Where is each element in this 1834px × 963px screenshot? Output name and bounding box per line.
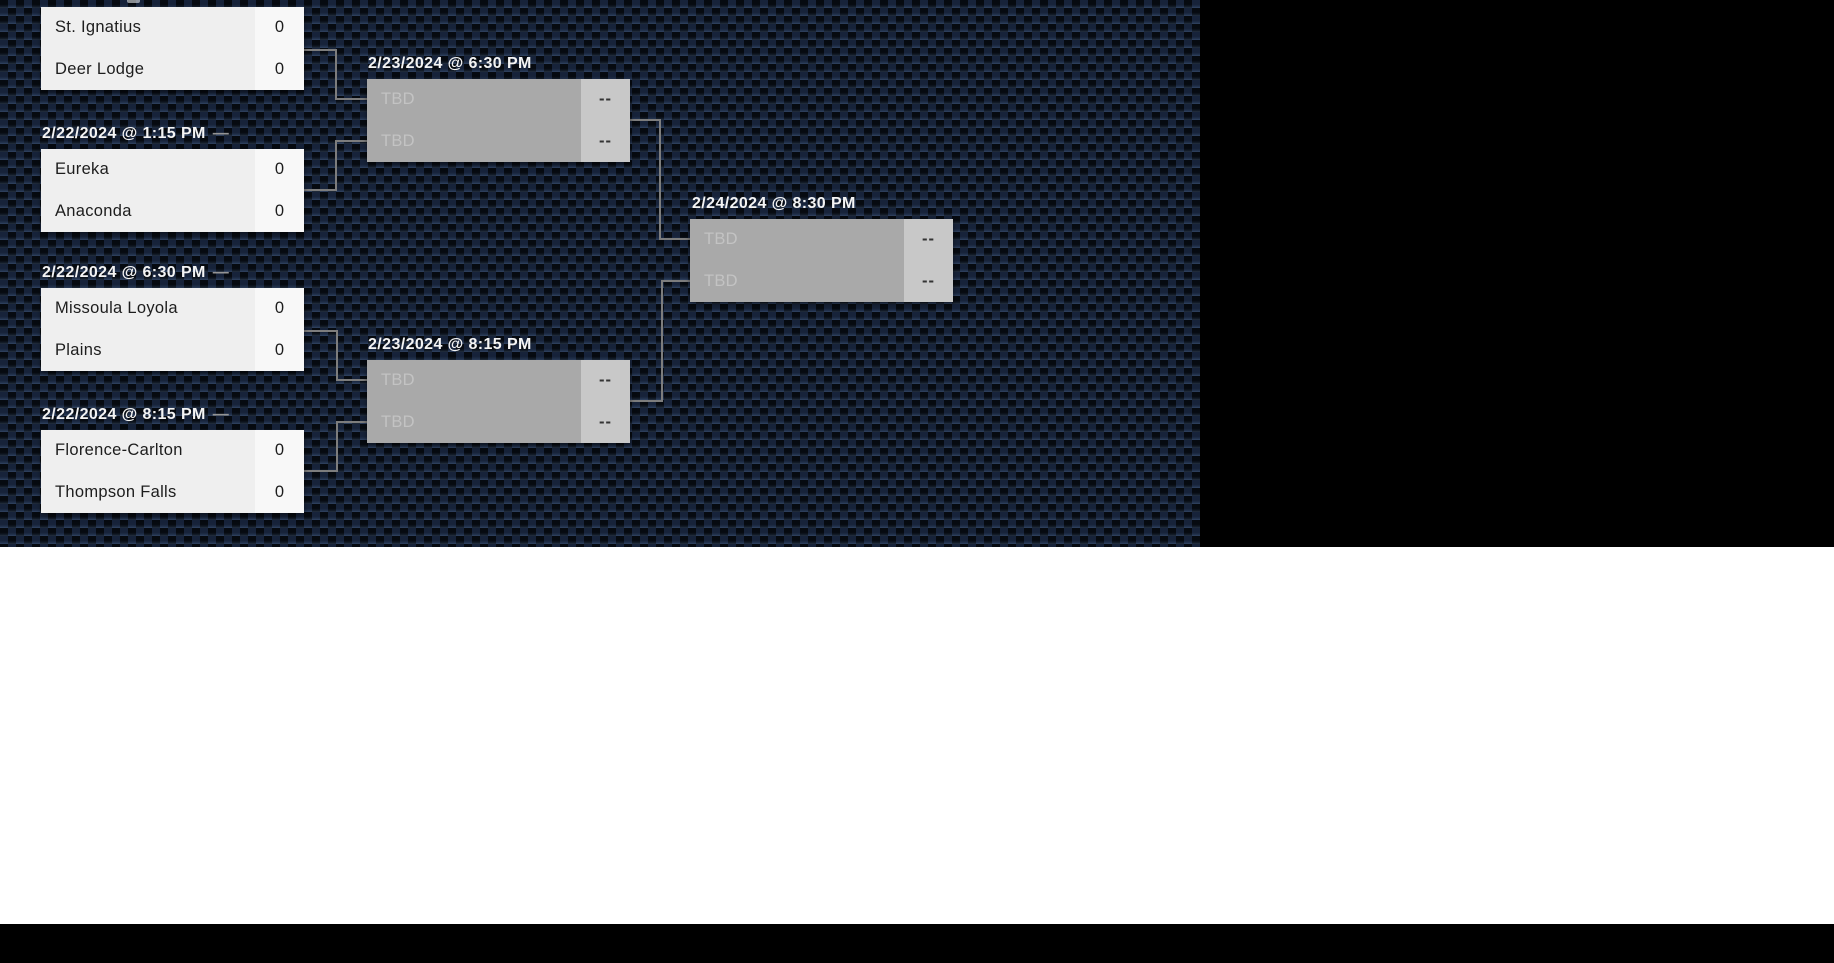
game-date-text: 2/23/2024 @ 6:30 PM xyxy=(368,55,532,72)
game-date: 2/23/2024 @ 8:15 PM xyxy=(368,335,532,354)
team-score: -- xyxy=(599,131,612,150)
game-date: 2/24/2024 @ 8:30 PM xyxy=(692,194,856,213)
team-row: Missoula Loyola 0 xyxy=(41,288,304,330)
game-date-text: 2/22/2024 @ 1:15 PM xyxy=(42,125,206,142)
team-name: St. Ignatius xyxy=(55,18,142,37)
team-name: TBD xyxy=(381,371,415,390)
team-score: 0 xyxy=(274,482,285,501)
game-date: 2/22/2024 @ 1:15 PM — xyxy=(42,124,229,143)
team-name: TBD xyxy=(381,90,415,109)
score-column xyxy=(255,430,304,513)
team-name: TBD xyxy=(704,271,738,290)
clipped-date-fragment xyxy=(127,0,140,3)
team-score: -- xyxy=(922,230,935,249)
team-row: St. Ignatius 0 xyxy=(41,7,304,49)
team-row: TBD -- xyxy=(690,261,953,303)
team-score: 0 xyxy=(274,299,285,318)
team-row: TBD -- xyxy=(690,219,953,261)
date-separator-dash: — xyxy=(212,264,230,281)
team-score: -- xyxy=(599,371,612,390)
score-column xyxy=(581,79,630,162)
score-column xyxy=(255,149,304,232)
match-box-game-1[interactable]: St. Ignatius 0 Deer Lodge 0 xyxy=(41,7,304,90)
match-box-game-2[interactable]: Eureka 0 Anaconda 0 xyxy=(41,149,304,232)
team-row: TBD -- xyxy=(367,79,630,121)
match-box-game-3[interactable]: Missoula Loyola 0 Plains 0 xyxy=(41,288,304,371)
date-separator-dash: — xyxy=(212,125,230,142)
team-score: 0 xyxy=(274,160,285,179)
team-score: -- xyxy=(922,271,935,290)
match-box-game-7[interactable]: TBD -- TBD -- xyxy=(690,219,953,302)
team-name: Plains xyxy=(55,340,102,359)
game-date: 2/23/2024 @ 6:30 PM xyxy=(368,54,532,73)
team-name: Eureka xyxy=(55,160,110,179)
team-row: TBD -- xyxy=(367,402,630,444)
date-separator-dash: — xyxy=(212,406,230,423)
team-row: Eureka 0 xyxy=(41,149,304,191)
team-row: Florence-Carlton 0 xyxy=(41,430,304,472)
match-box-game-4[interactable]: Florence-Carlton 0 Thompson Falls 0 xyxy=(41,430,304,513)
team-row: Plains 0 xyxy=(41,330,304,372)
match-box-game-5[interactable]: TBD -- TBD -- xyxy=(367,79,630,162)
carbon-pattern-background: St. Ignatius 0 Deer Lodge 0 2/22/2024 @ … xyxy=(0,0,1200,547)
team-row: Anaconda 0 xyxy=(41,191,304,233)
team-row: TBD -- xyxy=(367,360,630,402)
game-date-text: 2/23/2024 @ 8:15 PM xyxy=(368,336,532,353)
score-column xyxy=(255,288,304,371)
team-name: TBD xyxy=(381,412,415,431)
game-date-text: 2/22/2024 @ 6:30 PM xyxy=(42,264,206,281)
team-score: 0 xyxy=(274,59,285,78)
team-name: Anaconda xyxy=(55,201,132,220)
team-score: -- xyxy=(599,412,612,431)
team-name: Missoula Loyola xyxy=(55,299,178,318)
score-column xyxy=(581,360,630,443)
team-score: -- xyxy=(599,90,612,109)
game-date-text: 2/24/2024 @ 8:30 PM xyxy=(692,195,856,212)
team-row: Thompson Falls 0 xyxy=(41,472,304,514)
match-box-game-6[interactable]: TBD -- TBD -- xyxy=(367,360,630,443)
team-row: Deer Lodge 0 xyxy=(41,49,304,91)
team-name: Deer Lodge xyxy=(55,59,145,78)
team-name: Thompson Falls xyxy=(55,482,177,501)
team-name: Florence-Carlton xyxy=(55,441,183,460)
team-score: 0 xyxy=(274,18,285,37)
team-row: TBD -- xyxy=(367,121,630,163)
team-score: 0 xyxy=(274,340,285,359)
team-score: 0 xyxy=(274,441,285,460)
score-column xyxy=(904,219,953,302)
team-name: TBD xyxy=(381,131,415,150)
white-band xyxy=(0,547,1834,924)
score-column xyxy=(255,7,304,90)
team-name: TBD xyxy=(704,230,738,249)
bottom-black-bar xyxy=(0,924,1834,963)
team-score: 0 xyxy=(274,201,285,220)
game-date: 2/22/2024 @ 6:30 PM — xyxy=(42,263,229,282)
game-date-text: 2/22/2024 @ 8:15 PM xyxy=(42,406,206,423)
game-date: 2/22/2024 @ 8:15 PM — xyxy=(42,405,229,424)
